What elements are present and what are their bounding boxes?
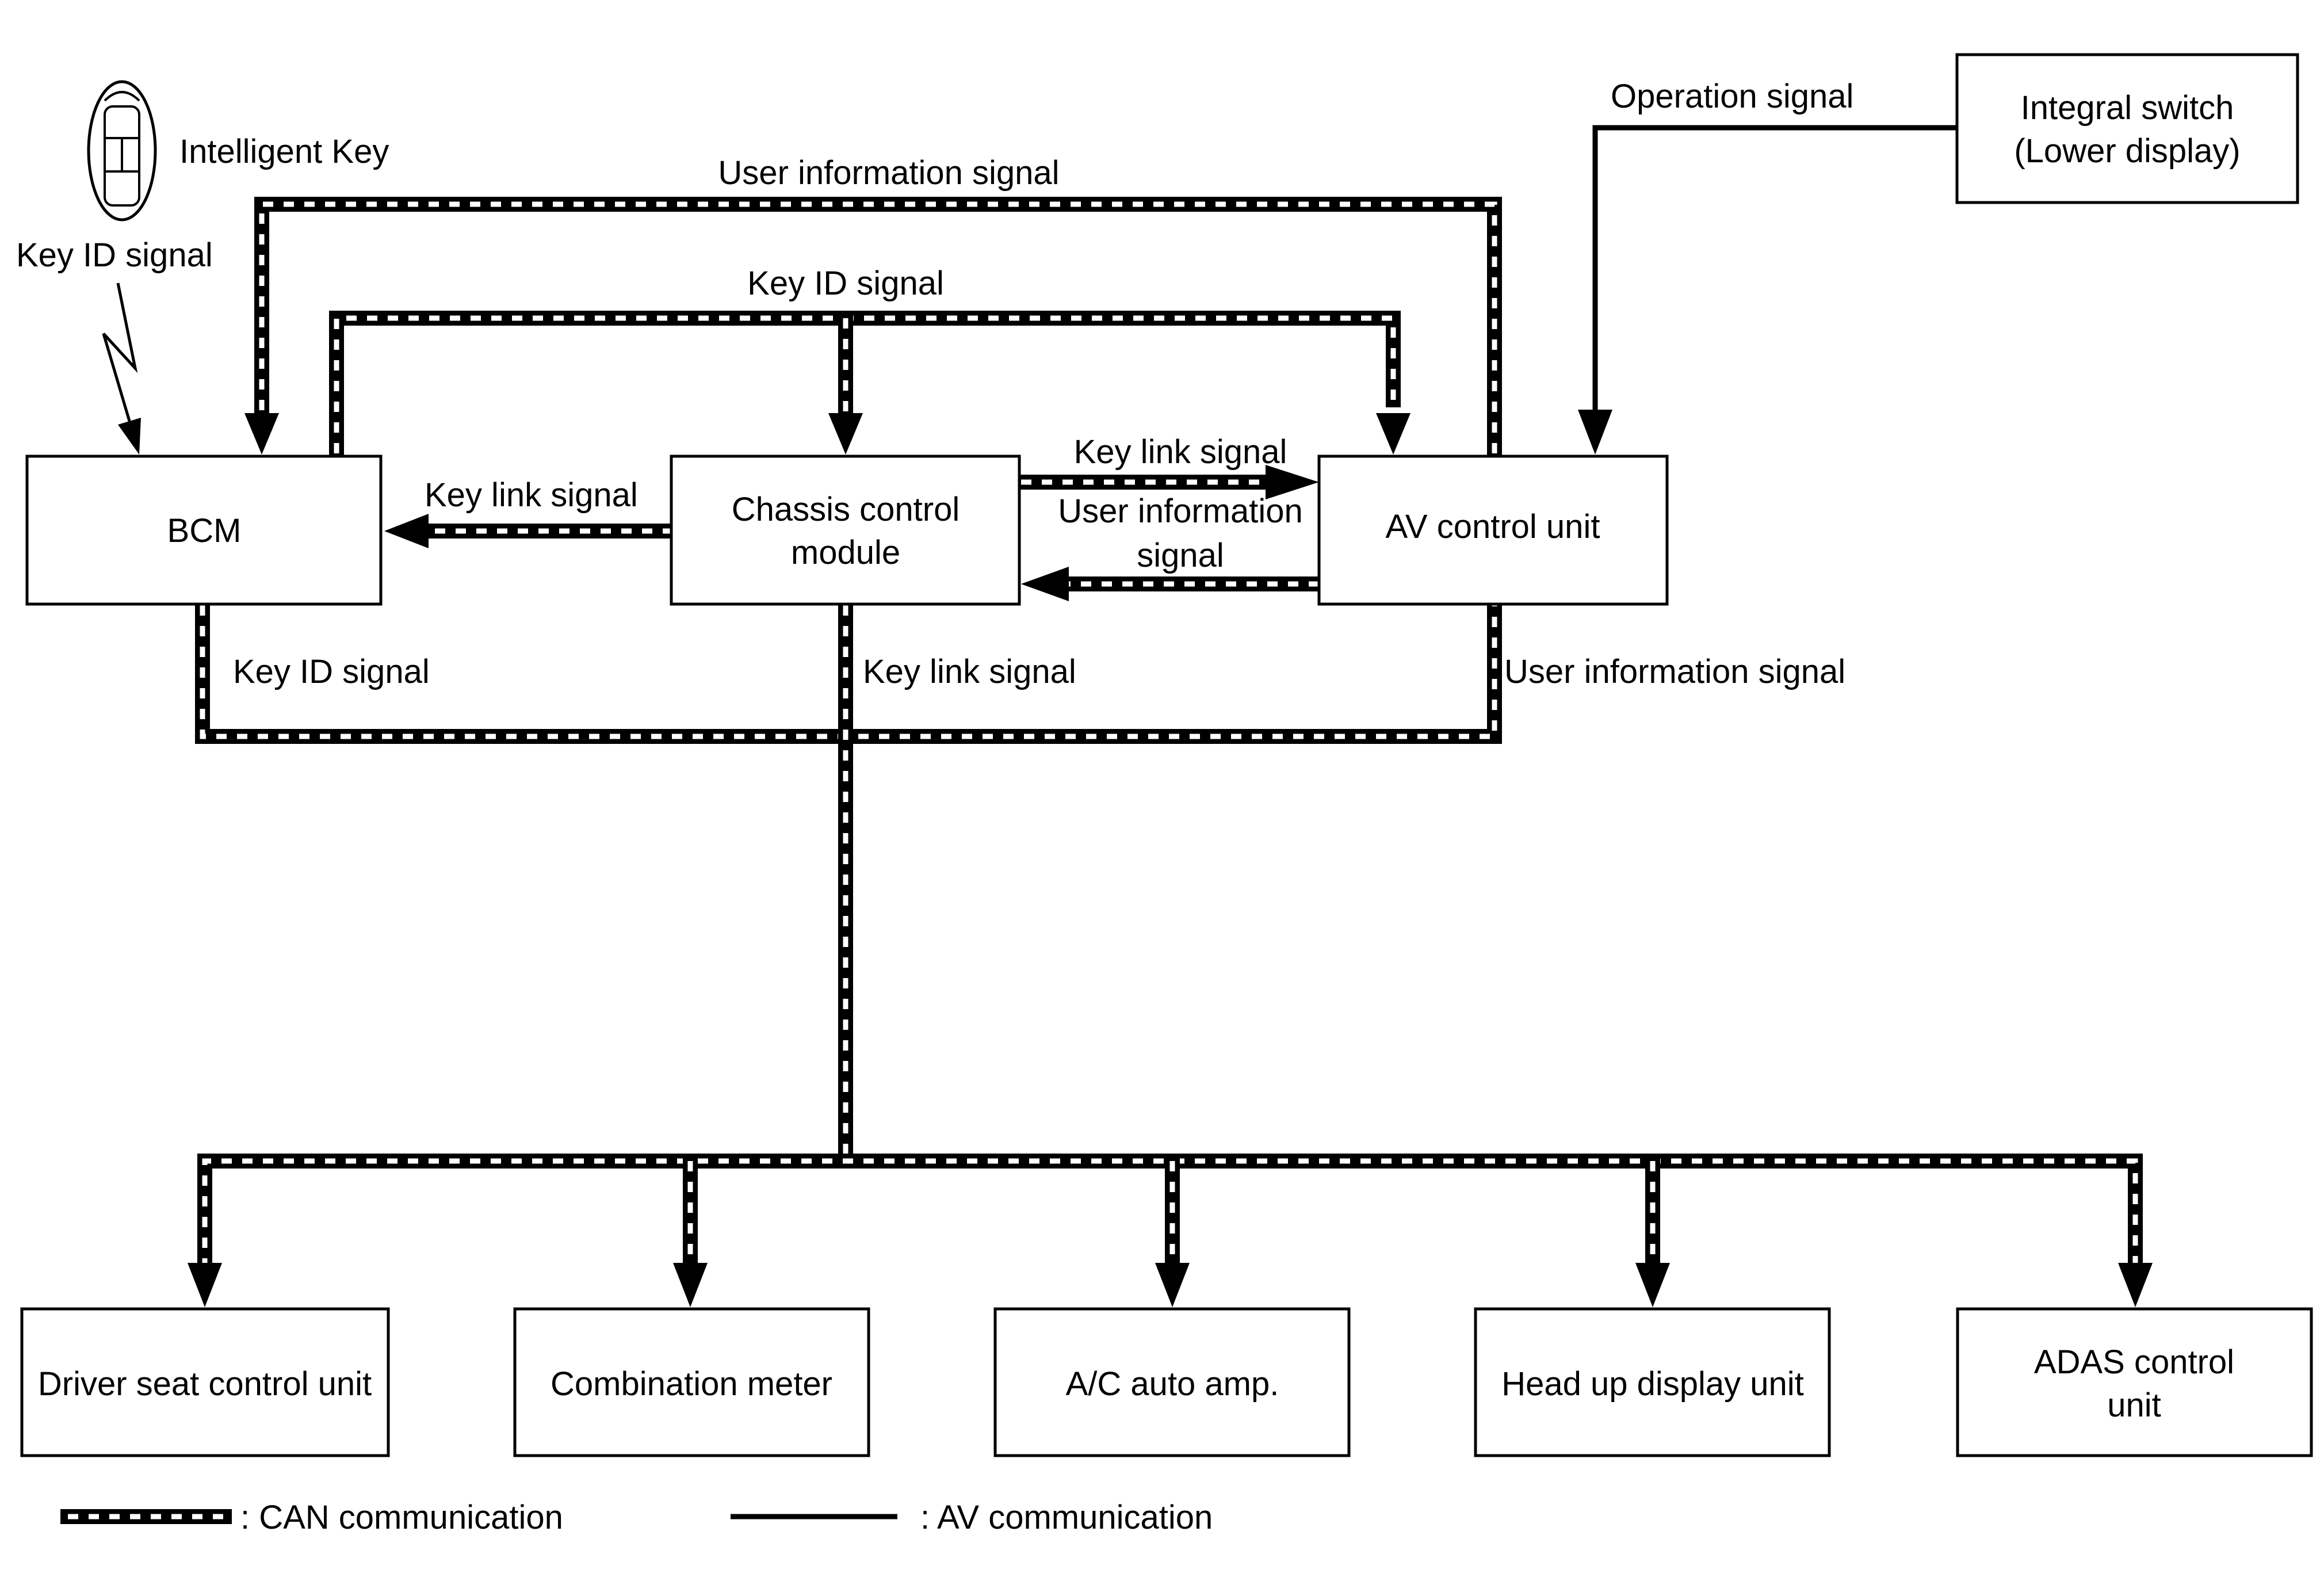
signal-label-user-info-top: User information signal bbox=[718, 154, 1059, 192]
can-line-key-id-top bbox=[329, 311, 1401, 461]
arrow-into-av-operation bbox=[1578, 410, 1612, 455]
legend-av-label: : AV communication bbox=[920, 1499, 1213, 1536]
arrow-into-adas bbox=[2118, 1263, 2153, 1307]
signal-label-user-info-mid-2: signal bbox=[1137, 537, 1224, 574]
arrow-into-bcm-wireless bbox=[118, 418, 141, 455]
arrow-into-bcm-user-info bbox=[244, 413, 279, 455]
box-combination-meter-label: Combination meter bbox=[551, 1365, 832, 1403]
intelligent-key-label: Intelligent Key bbox=[179, 133, 389, 170]
can-line-bottom-bus bbox=[195, 598, 1502, 1167]
arrow-into-hud bbox=[1635, 1263, 1670, 1307]
box-hud-label: Head up display unit bbox=[1501, 1365, 1804, 1403]
arrow-into-av-key-link bbox=[1266, 465, 1319, 499]
box-chassis-label-2: module bbox=[791, 534, 900, 571]
box-ac-amp-label: A/C auto amp. bbox=[1066, 1365, 1279, 1403]
box-head-up-display-unit: Head up display unit bbox=[1474, 1307, 1831, 1457]
box-av-control-unit: AV control unit bbox=[1317, 455, 1669, 606]
box-integral-label-1: Integral switch bbox=[2021, 89, 2234, 127]
arrow-into-av-key-id bbox=[1376, 413, 1411, 455]
can-line-distribution bbox=[197, 1154, 2143, 1276]
signal-label-key-link-bottom: Key link signal bbox=[863, 653, 1076, 690]
arrow-into-chassis bbox=[828, 413, 863, 455]
signal-label-user-info-bottom: User information signal bbox=[1504, 653, 1845, 690]
av-line-operation bbox=[1592, 125, 1956, 411]
arrow-into-driver-seat bbox=[188, 1263, 222, 1307]
signal-labels: Intelligent Key Key ID signal User infor… bbox=[16, 78, 1853, 690]
arrow-into-combination-meter bbox=[673, 1263, 708, 1307]
signal-label-key-id-bottom: Key ID signal bbox=[233, 653, 430, 690]
signal-label-user-info-mid-1: User information bbox=[1058, 492, 1302, 530]
wireless-zigzag bbox=[102, 282, 138, 427]
box-chassis-control-module: Chassis control module bbox=[670, 455, 1021, 606]
signal-label-operation: Operation signal bbox=[1611, 78, 1853, 115]
box-adas-control-unit: ADAS control unit bbox=[1956, 1307, 2313, 1457]
arrow-into-chassis-user-info bbox=[1021, 567, 1069, 601]
can-lines bbox=[195, 197, 2143, 1276]
box-adas-label-1: ADAS control bbox=[2034, 1343, 2234, 1381]
arrow-into-ac-amp bbox=[1155, 1263, 1190, 1307]
box-combination-meter: Combination meter bbox=[513, 1307, 870, 1457]
signal-label-key-id-wireless: Key ID signal bbox=[16, 236, 213, 274]
arrowheads bbox=[118, 410, 2153, 1307]
box-driver-seat-label: Driver seat control unit bbox=[38, 1365, 372, 1403]
signal-label-key-id-top: Key ID signal bbox=[747, 265, 944, 302]
legend-can-label: : CAN communication bbox=[240, 1499, 563, 1536]
box-adas-label-2: unit bbox=[2107, 1387, 2161, 1424]
box-chassis-label-1: Chassis control bbox=[732, 491, 960, 528]
box-bcm: BCM bbox=[25, 455, 383, 606]
signal-label-key-link-bcm: Key link signal bbox=[425, 476, 638, 514]
signal-label-key-link-av: Key link signal bbox=[1074, 433, 1287, 471]
can-line-user-info-top bbox=[254, 197, 1502, 461]
box-av-label: AV control unit bbox=[1386, 508, 1600, 545]
arrow-into-bcm-key-link bbox=[384, 514, 429, 548]
box-integral-switch: Integral switch (Lower display) bbox=[1955, 53, 2299, 204]
intelligent-key-icon bbox=[87, 80, 157, 222]
box-integral-label-2: (Lower display) bbox=[2014, 132, 2240, 170]
legend: : CAN communication : AV communication bbox=[60, 1499, 1213, 1536]
box-ac-auto-amp: A/C auto amp. bbox=[993, 1307, 1351, 1457]
box-driver-seat-control-unit: Driver seat control unit bbox=[20, 1307, 390, 1457]
box-bcm-label: BCM bbox=[167, 512, 242, 549]
